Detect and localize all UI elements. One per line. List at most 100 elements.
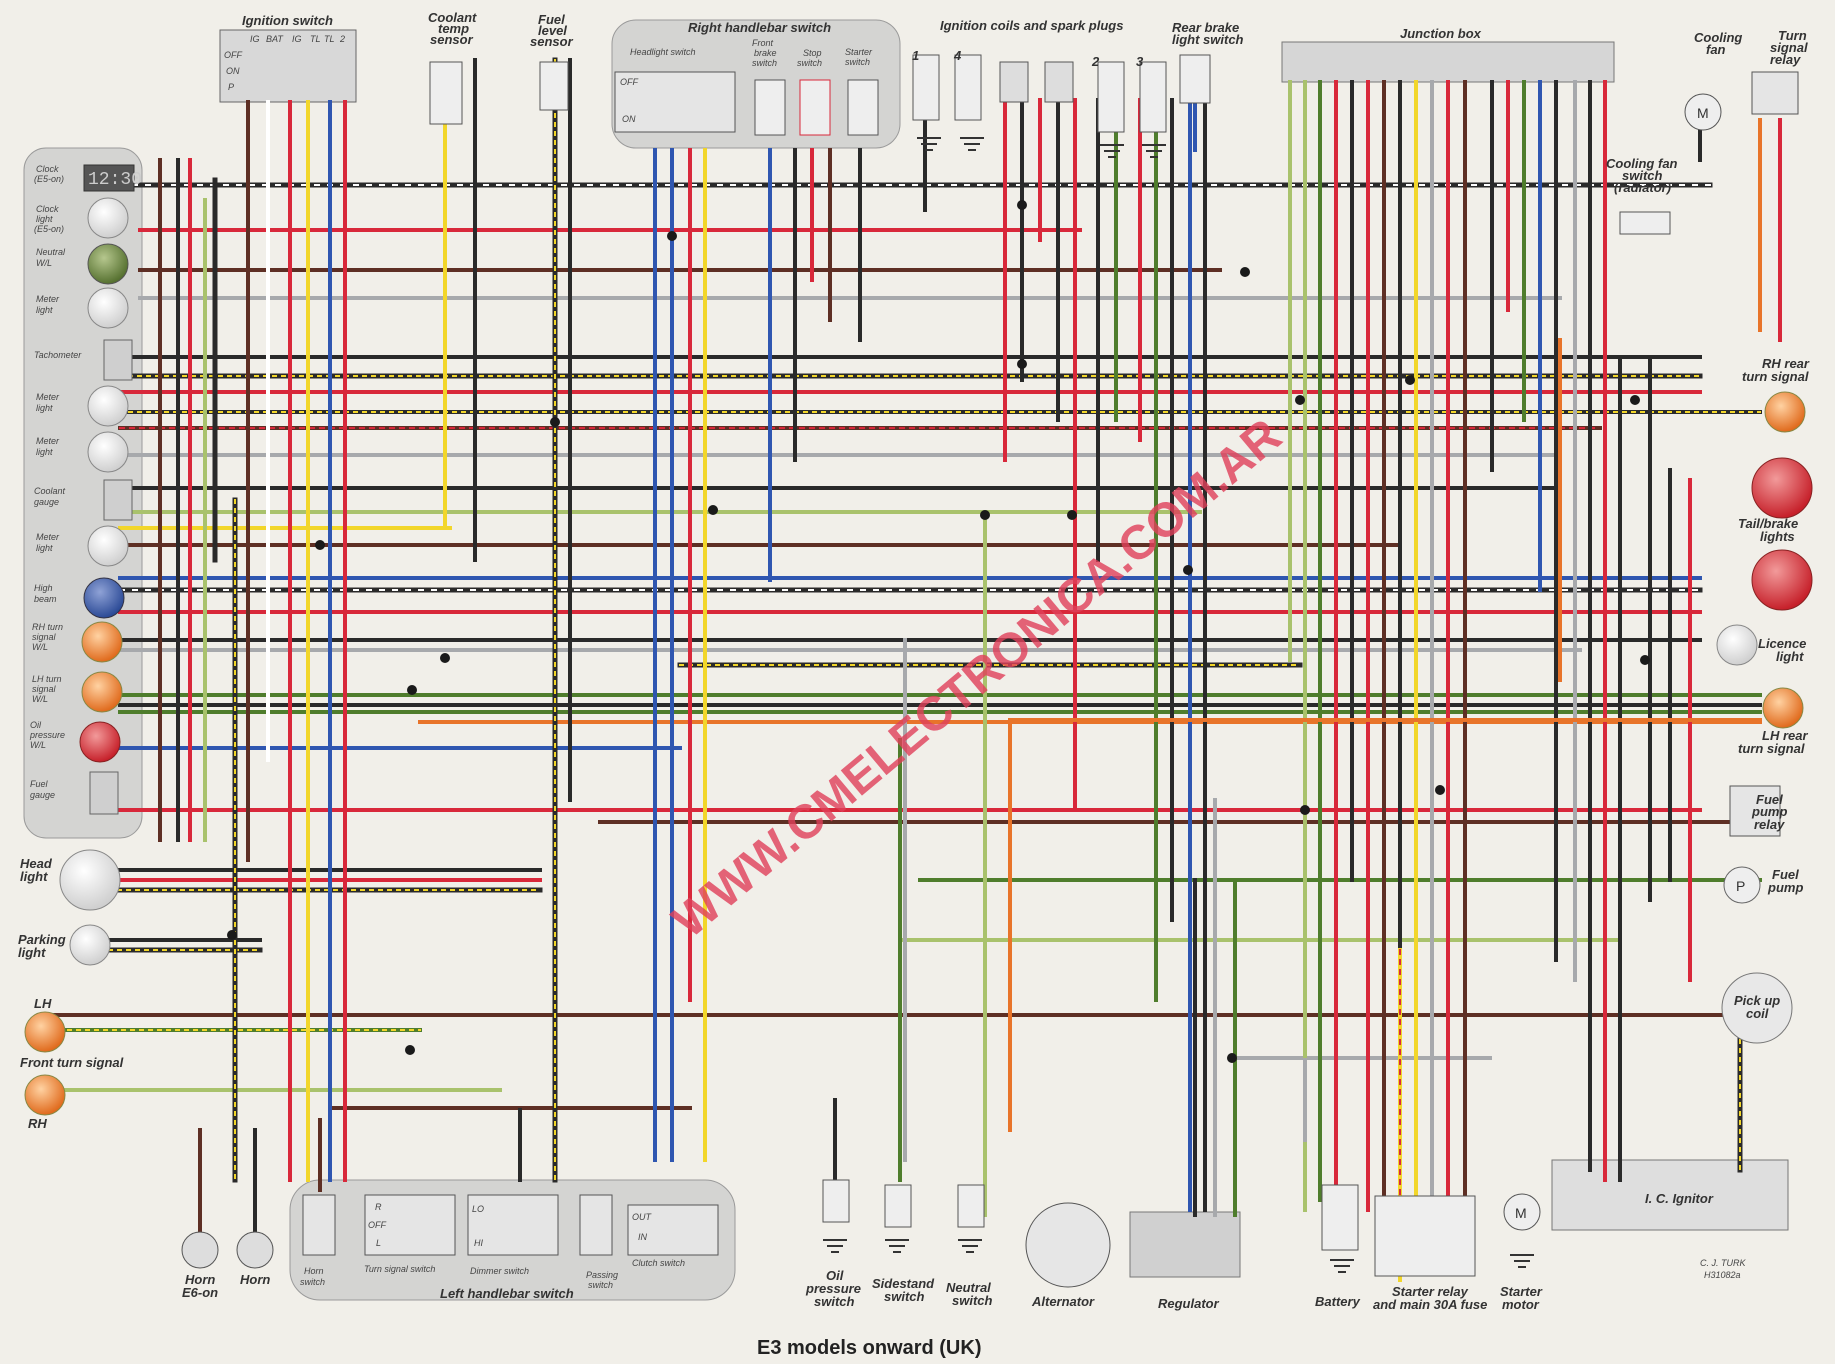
bulb-icon [87, 197, 129, 239]
label-pickup-coil: coil [1746, 1006, 1769, 1021]
label-starter-relay: and main 30A fuse [1373, 1297, 1487, 1312]
switch-pos-label: IG [292, 34, 302, 44]
svg-text:M: M [1515, 1205, 1527, 1221]
lh-rear-turn-bulb-icon [1762, 687, 1804, 729]
label-clock: Clock [36, 164, 59, 174]
label-oil-pressure-wl: W/L [30, 740, 46, 750]
label-junction-box: Junction box [1400, 26, 1482, 41]
ground-icon [823, 137, 1534, 1273]
coil-icon [1044, 61, 1074, 103]
clock-display-text: 12:30 [88, 170, 142, 190]
label-oil-pressure-wl: Oil [30, 720, 42, 730]
label-sidestand-switch: Sidestand [872, 1276, 935, 1291]
label-neutral-switch: Neutral [946, 1280, 991, 1295]
label-rh-rear-turn: turn signal [1742, 369, 1809, 384]
starter-switch-icon [847, 79, 879, 136]
switch-pos-label: P [228, 82, 234, 92]
switch-pos-label: 2 [339, 34, 345, 44]
label-high-beam: High [34, 583, 53, 593]
switch-pos-label: OFF [368, 1220, 386, 1230]
label-coolant-temp: sensor [430, 32, 474, 47]
switch-pos-label: TL [324, 34, 335, 44]
regulator-box [1129, 1211, 1241, 1278]
label-fuel-gauge: Fuel [30, 779, 49, 789]
label-starter-switch: switch [845, 57, 870, 67]
diagram-caption: E3 models onward (UK) [757, 1337, 981, 1359]
switch-pos-label: BAT [266, 34, 284, 44]
label-meter-light: light [36, 543, 53, 553]
label-front-brake: switch [752, 58, 777, 68]
label-lh-rear-turn: LH rear [1762, 728, 1808, 743]
tail-light-bulb-icon [1751, 457, 1813, 519]
label-rear-brake: light switch [1172, 32, 1244, 47]
label-clock: (E5-on) [34, 174, 64, 184]
label-parking-light: Parking [18, 932, 66, 947]
label-fuel-pump-relay: relay [1754, 817, 1785, 832]
label-rh-rear-turn: RH rear [1762, 356, 1810, 371]
label-starter-motor: Starter [1500, 1284, 1543, 1299]
label-dimmer-switch: Dimmer switch [470, 1266, 529, 1276]
passing-switch-icon [579, 1194, 613, 1256]
label-coolant-gauge: Coolant [34, 486, 66, 496]
switch-pos-label: OFF [620, 77, 638, 87]
junction-box [1281, 41, 1615, 83]
label-head-light: Head [20, 856, 53, 871]
coolant-temp-sensor-icon [429, 61, 463, 125]
wiring-harness [48, 57, 1782, 1282]
front-rh-turn-bulb-icon [24, 1074, 66, 1116]
label-horn-e6: E6-on [182, 1285, 218, 1300]
label-rh-turn-wl: W/L [32, 642, 48, 652]
label-stop-switch: Stop [803, 48, 822, 58]
label-starter-relay: Starter relay [1392, 1284, 1469, 1299]
label-cooling-fan-switch: switch [1622, 168, 1663, 183]
headlight-bulb-icon [59, 849, 121, 911]
label-alternator: Alternator [1031, 1294, 1095, 1309]
starter-relay-icon [1374, 1195, 1476, 1277]
front-brake-switch-icon [754, 79, 786, 136]
switch-pos-label: ON [226, 66, 240, 76]
label-passing-switch: switch [588, 1280, 613, 1290]
bulb-icon [81, 621, 123, 663]
bulb-icon [87, 243, 129, 285]
label-neutral-wl: W/L [36, 258, 52, 268]
label-horn-switch: Horn [304, 1266, 324, 1276]
label-stop-switch: switch [797, 58, 822, 68]
label-turn-signal-switch: Turn signal switch [364, 1264, 435, 1274]
switch-pos-label: L [376, 1238, 381, 1248]
label-starter-motor: motor [1502, 1297, 1540, 1312]
label-lh-turn-wl: W/L [32, 694, 48, 704]
credit: H31082a [1704, 1270, 1741, 1280]
pickup-coil-icon [1721, 972, 1793, 1044]
switch-pos-label: IG [250, 34, 260, 44]
label-high-beam: beam [34, 594, 57, 604]
label-meter-light: Meter [36, 532, 60, 542]
label-tail-brake: Tail/brake [1738, 516, 1798, 531]
label-coolant-gauge: gauge [34, 497, 59, 507]
label-fuel-level: level [538, 23, 567, 38]
rh-rear-turn-bulb-icon [1764, 391, 1806, 433]
gauge-icon [89, 771, 119, 815]
label-headlight-switch: Headlight switch [630, 47, 696, 57]
label-fuel-gauge: gauge [30, 790, 55, 800]
label-cooling-fan: fan [1706, 42, 1726, 57]
label-rh: RH [28, 1116, 47, 1131]
label-meter-light: Meter [36, 436, 60, 446]
label-front-brake: brake [754, 48, 777, 58]
clutch-switch-icon [627, 1204, 719, 1256]
bulb-icon [83, 577, 125, 619]
label-fuel-pump-relay: pump [1751, 804, 1787, 819]
label-ignition-coils: Ignition coils and spark plugs [940, 18, 1123, 33]
coil-number: 4 [953, 48, 962, 63]
bulb-icon [87, 431, 129, 473]
licence-light-bulb-icon [1716, 624, 1758, 666]
bulb-icon [87, 525, 129, 567]
label-passing-switch: Passing [586, 1270, 618, 1280]
turn-signal-relay-icon [1751, 71, 1799, 115]
label-front-turn-signal: Front turn signal [20, 1055, 124, 1070]
label-cooling-fan-switch: (radiator) [1614, 180, 1671, 195]
switch-pos-label: HI [474, 1238, 483, 1248]
parking-light-bulb-icon [69, 924, 111, 966]
label-oil-pressure-wl: pressure [29, 730, 65, 740]
label-tail-brake: lights [1760, 529, 1795, 544]
